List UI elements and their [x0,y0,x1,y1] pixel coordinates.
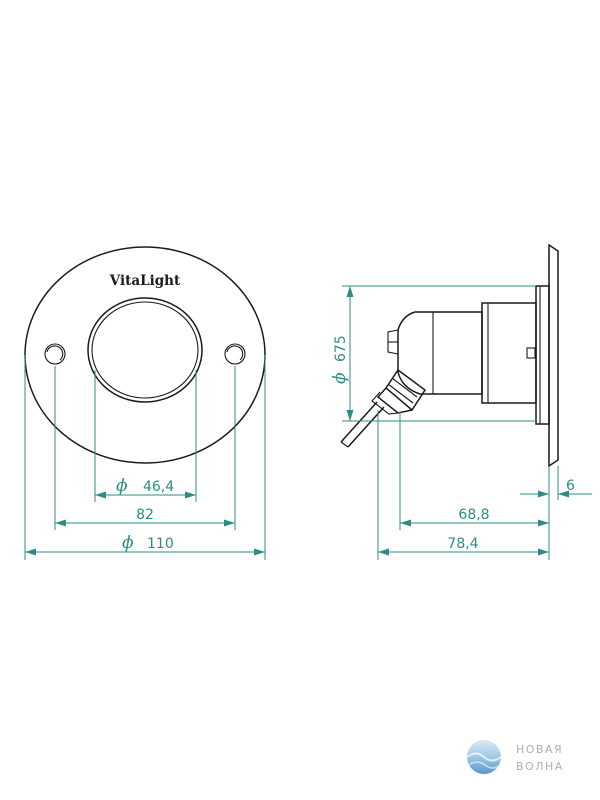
body-length-value: 68,8 [458,507,489,523]
dim-outer-diameter: ϕ 110 [24,355,266,560]
inner-diameter-value: 46,4 [143,479,174,495]
right-screw-hole [224,343,246,365]
side-view [340,243,559,468]
watermark-line1: НОВАЯ [516,743,563,756]
brand-logo: VitaLight [109,273,181,289]
left-screw-hole [44,343,66,365]
cable [340,401,378,443]
housing-body [397,311,483,395]
dim-body-length: 68,8 [399,412,549,530]
cable-gland [371,368,427,415]
dim-inner-diameter: ϕ 46,4 [94,370,197,502]
inner-diameter-symbol: ϕ [116,476,128,496]
total-length-value: 78,4 [447,536,478,552]
flange-thickness-value: 6 [566,478,575,494]
collar-screw [526,347,536,359]
lens-inner-ring [91,301,199,399]
dim-height: ϕ 675 [330,285,536,422]
cable-edge [347,406,385,448]
flange-plate [548,243,559,468]
front-view: VitaLight [24,246,266,464]
outer-diameter-symbol: ϕ [122,533,134,553]
dim-total-length: 78,4 [377,410,549,560]
height-symbol: ϕ [330,372,350,384]
dim-hole-spacing: 82 [54,366,236,530]
outer-diameter-value: 110 [147,536,174,552]
mounting-ring [535,285,550,425]
height-value: 675 [333,335,349,362]
hole-spacing-value: 82 [136,507,154,523]
watermark-line2: ВОЛНА [516,760,564,773]
lens-outer-ring [87,297,203,403]
watermark-logo: НОВАЯ ВОЛНА [466,740,564,774]
housing-collar [481,302,537,404]
dim-flange-thickness: 6 [520,466,592,560]
